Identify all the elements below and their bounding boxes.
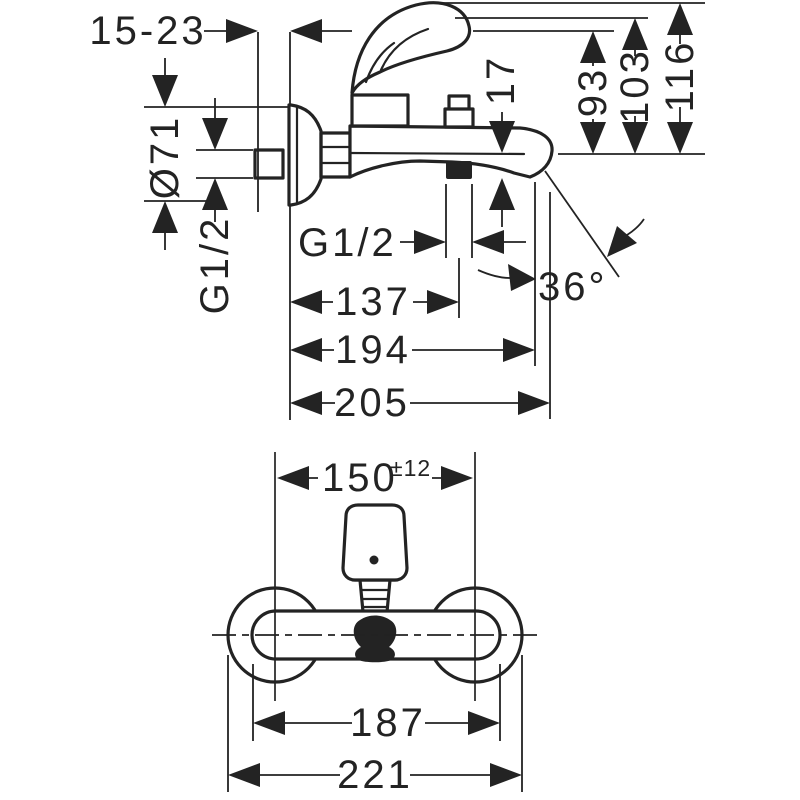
arrowhead-up-icon <box>667 3 693 35</box>
dim-label-height-103: 103 <box>613 48 657 124</box>
dim-label-150: 150 <box>322 456 398 500</box>
extension-lines <box>227 655 523 792</box>
dim-outlet-thread: G1/2 <box>298 184 526 265</box>
arrowhead-right-icon <box>427 290 459 314</box>
dim-label-187: 187 <box>350 701 426 745</box>
dim-label-escutcheon-diameter: Ø71 <box>143 115 187 200</box>
arrowhead-left-icon <box>228 763 260 787</box>
arrowhead-left-icon <box>290 19 322 43</box>
dim-wall-thread: G1/2 <box>193 98 253 314</box>
dim-label-wall-thread: G1/2 <box>193 216 237 315</box>
dim-reach-194: 194 <box>290 182 536 372</box>
lever-handle <box>350 1 472 95</box>
shower-hose-connection <box>446 161 472 179</box>
spout-front <box>353 615 397 663</box>
extension-lines <box>437 2 705 155</box>
arrowhead-right-icon <box>490 763 522 787</box>
angle-reference-line <box>544 170 620 278</box>
handle-dot <box>369 555 379 565</box>
dim-overall-width: 221 <box>227 655 523 797</box>
dim-label-wall-depth: 15-23 <box>89 9 206 53</box>
arrowhead-right-icon <box>468 711 500 735</box>
arrowhead-right-icon <box>518 391 550 415</box>
cartridge-rings <box>359 588 391 609</box>
arrowhead-up-icon <box>202 178 228 210</box>
front-view: 150 ±12 187 221 <box>212 452 538 797</box>
arrowhead-right-icon <box>508 264 536 291</box>
arrowhead-left-icon <box>253 711 285 735</box>
diverter-knob <box>443 94 475 129</box>
dim-reach-205: 205 <box>290 192 551 425</box>
dim-wall-depth: 15-23 <box>89 9 352 53</box>
dim-body-width: 187 <box>252 664 501 745</box>
arrowhead-down-icon <box>667 122 693 154</box>
arrowhead-up-icon <box>580 31 606 63</box>
angle-arc-left <box>477 269 511 279</box>
arrowhead-up-icon <box>489 178 515 210</box>
dim-heights: 93 103 116 <box>437 2 705 155</box>
extension-lines <box>252 664 501 741</box>
arrowhead-up-icon <box>152 201 178 233</box>
arrowhead-down-icon <box>489 121 515 153</box>
dim-label-spout-angle: 36° <box>538 265 608 309</box>
arrowhead-right-icon <box>503 338 535 362</box>
arrowhead-right-icon <box>441 466 473 490</box>
dim-label-spout-drop: 17 <box>479 55 523 106</box>
extension-lines <box>196 149 253 179</box>
handle-base <box>350 93 410 128</box>
arrowhead-down-icon <box>622 122 648 154</box>
angle-arc-right <box>626 218 645 236</box>
body-bottom-line <box>348 151 526 156</box>
dim-escutcheon-diameter: Ø71 <box>143 58 289 250</box>
union-nut-grooves <box>319 145 352 165</box>
arrowhead-left-icon <box>290 391 322 415</box>
s-union-connector <box>253 148 285 180</box>
dim-connection-centers: 150 ±12 <box>277 455 473 500</box>
dim-reach-137: 137 <box>290 258 460 324</box>
arrowhead-left-icon <box>472 230 504 254</box>
wall-lines <box>257 32 291 420</box>
union-nut <box>319 131 352 179</box>
arrowhead-right-icon <box>226 19 258 43</box>
dim-spout-angle: 36° <box>477 170 645 309</box>
dim-label-tolerance: ±12 <box>390 455 431 481</box>
vertical-centerlines <box>274 452 476 701</box>
dim-spout-drop: 17 <box>479 55 523 227</box>
handle-front <box>341 503 409 582</box>
dim-label-height-116: 116 <box>658 40 702 113</box>
dim-label-outlet-thread: G1/2 <box>298 221 397 265</box>
arrowhead-left-icon <box>290 338 322 362</box>
dim-label-194: 194 <box>335 328 411 372</box>
arrowhead-diagonal-icon <box>607 226 637 257</box>
arrowhead-down-icon <box>152 75 178 107</box>
dim-label-205: 205 <box>334 381 410 425</box>
dim-label-height-93: 93 <box>571 67 615 118</box>
dim-label-221: 221 <box>337 753 413 797</box>
arrowhead-down-icon <box>202 118 228 150</box>
arrowhead-down-icon <box>580 122 606 154</box>
escutcheon <box>287 103 323 207</box>
arrowhead-right-icon <box>414 230 446 254</box>
lever-detail-lines <box>364 27 430 84</box>
dim-label-137: 137 <box>335 280 411 324</box>
arrowhead-left-icon <box>290 290 322 314</box>
side-view: 15-23 Ø71 G1/2 17 <box>89 1 705 425</box>
arrowhead-left-icon <box>277 466 309 490</box>
arrowhead-up-icon <box>622 18 648 50</box>
extension-lines <box>445 184 473 258</box>
